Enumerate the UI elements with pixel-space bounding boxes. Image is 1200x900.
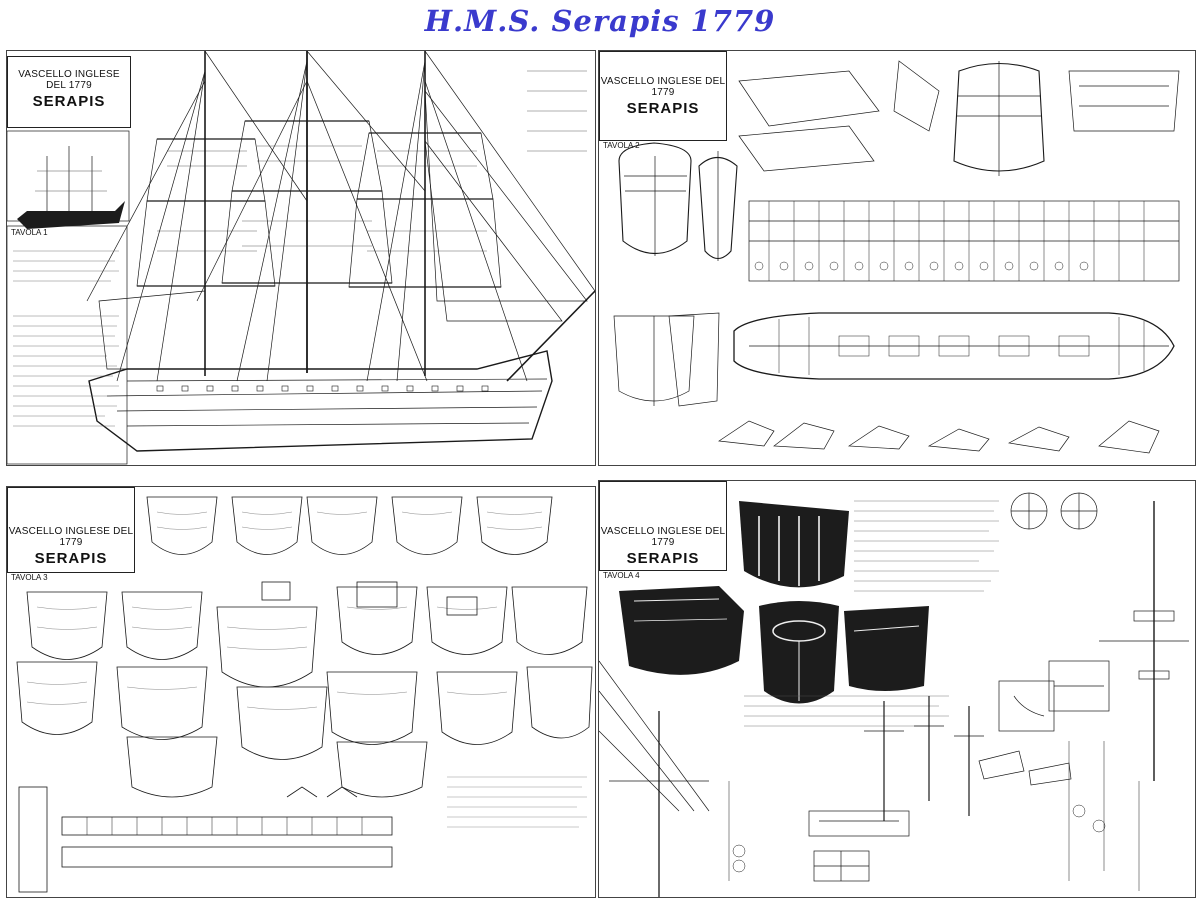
sheet-number: TAVOLA 4 bbox=[603, 571, 640, 580]
rigging-profile-drawing bbox=[7, 51, 595, 465]
sheet-number: TAVOLA 1 bbox=[11, 228, 48, 237]
title-block: VASCELLO INGLESE DEL 1779 SERAPIS bbox=[599, 481, 727, 571]
plan-sheet-tavola-2: VASCELLO INGLESE DEL 1779 SERAPIS TAVOLA… bbox=[598, 50, 1196, 466]
model-thumbnail bbox=[17, 146, 125, 229]
hull-photo-quarter bbox=[844, 606, 929, 691]
plan-sheet-tavola-1: VASCELLO INGLESE DEL 1779 SERAPIS TAVOLA… bbox=[6, 50, 596, 466]
frame-templates-drawing bbox=[16, 496, 593, 893]
title-block-ship-name: SERAPIS bbox=[626, 100, 700, 117]
plan-sheet-tavola-3: VASCELLO INGLESE DEL 1779 SERAPIS TAVOLA… bbox=[6, 486, 596, 898]
title-block: VASCELLO INGLESE DEL 1779 SERAPIS bbox=[7, 487, 135, 573]
details-and-photos-drawing bbox=[599, 492, 1189, 897]
title-block-subtitle: VASCELLO INGLESE DEL 1779 bbox=[8, 526, 134, 548]
plan-sheet-tavola-4: VASCELLO INGLESE DEL 1779 SERAPIS TAVOLA… bbox=[598, 480, 1196, 898]
sheet-number: TAVOLA 2 bbox=[603, 141, 640, 150]
hull-and-deck-drawing bbox=[613, 60, 1180, 454]
title-block-subtitle: VASCELLO INGLESE DEL 1779 bbox=[600, 526, 726, 548]
title-block: VASCELLO INGLESE DEL 1779 SERAPIS bbox=[7, 56, 131, 128]
title-block-ship-name: SERAPIS bbox=[32, 93, 106, 110]
title-block-subtitle: VASCELLO INGLESE DEL 1779 bbox=[18, 69, 120, 91]
page-title: H.M.S. Serapis 1779 bbox=[424, 4, 776, 38]
title-block-ship-name: SERAPIS bbox=[626, 550, 700, 567]
hull-photo-frames bbox=[739, 501, 849, 588]
title-block-ship-name: SERAPIS bbox=[34, 550, 108, 567]
title-block-subtitle: VASCELLO INGLESE DEL 1779 bbox=[600, 76, 726, 98]
hull-photo-stern-front bbox=[759, 601, 839, 704]
hull-photo-stern bbox=[619, 586, 744, 675]
title-block: VASCELLO INGLESE DEL 1779 SERAPIS bbox=[599, 51, 727, 141]
sheet-number: TAVOLA 3 bbox=[11, 573, 48, 582]
